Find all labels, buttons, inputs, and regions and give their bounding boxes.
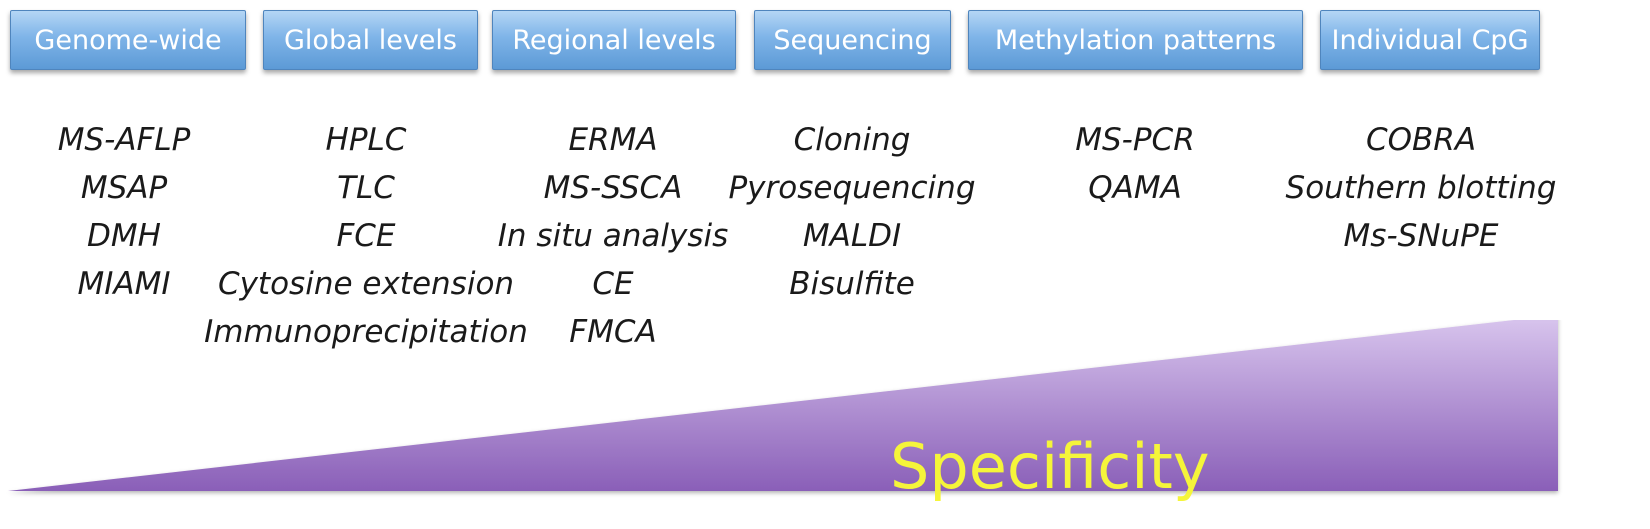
method-item: MS-SSCA [543, 170, 683, 206]
method-item: ERMA [568, 122, 658, 158]
category-button-genome-wide[interactable]: Genome-wide [10, 10, 246, 70]
method-item: FMCA [569, 314, 657, 350]
methods-regional-levels: ERMA MS-SSCA In situ analysis CE FMCA [498, 116, 729, 356]
methods-genome-wide: MS-AFLP MSAP DMH MIAMI [58, 116, 191, 308]
method-item: CE [592, 266, 634, 302]
method-item: HPLC [325, 122, 407, 158]
methods-global-levels: HPLC TLC FCE Cytosine extension Immunopr… [204, 116, 528, 356]
method-item: DMH [87, 218, 161, 254]
specificity-label: Specificity [890, 430, 1210, 503]
method-item: Southern blotting [1285, 170, 1557, 206]
category-button-individual-cpg[interactable]: Individual CpG [1320, 10, 1540, 70]
method-item: COBRA [1365, 122, 1477, 158]
methods-sequencing: Cloning Pyrosequencing MALDI Bisulfite [728, 116, 975, 308]
method-item: MALDI [802, 218, 902, 254]
specificity-ramp [8, 320, 1558, 491]
method-item: QAMA [1088, 170, 1182, 206]
category-button-regional-levels[interactable]: Regional levels [492, 10, 736, 70]
method-item: Cloning [793, 122, 911, 158]
method-item: MS-PCR [1075, 122, 1195, 158]
method-item: FCE [336, 218, 396, 254]
category-button-global-levels[interactable]: Global levels [263, 10, 478, 70]
method-item: In situ analysis [497, 218, 729, 254]
method-item: Immunoprecipitation [204, 314, 528, 350]
method-item: Ms-SNuPE [1343, 218, 1499, 254]
method-item: Cytosine extension [217, 266, 515, 302]
specificity-triangle [8, 320, 1558, 491]
method-item: Pyrosequencing [728, 170, 976, 206]
methods-methylation-patterns: MS-PCR QAMA [1075, 116, 1195, 212]
method-item: MIAMI [77, 266, 171, 302]
method-item: TLC [337, 170, 395, 206]
method-item: MS-AFLP [57, 122, 191, 158]
category-button-methylation-patterns[interactable]: Methylation patterns [968, 10, 1303, 70]
method-item: Bisulfite [789, 266, 915, 302]
category-button-sequencing[interactable]: Sequencing [754, 10, 951, 70]
methods-individual-cpg: COBRA Southern blotting Ms-SNuPE [1286, 116, 1557, 260]
method-item: MSAP [80, 170, 168, 206]
